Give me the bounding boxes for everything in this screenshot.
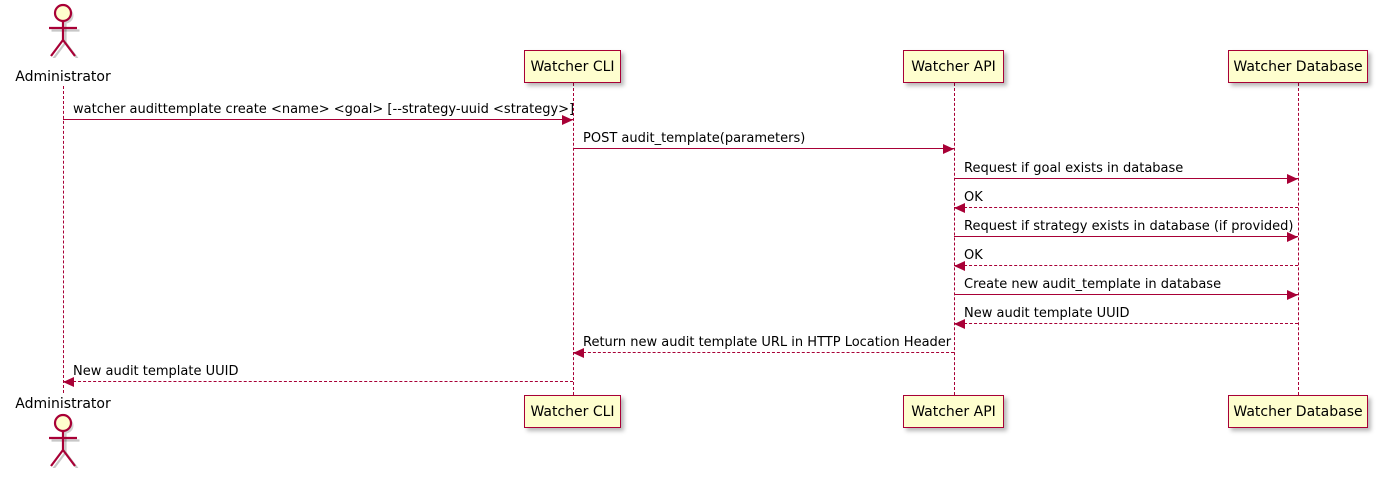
lifeline-watcher-database	[1298, 83, 1299, 395]
message-line-7	[954, 294, 1298, 295]
message-label-8: New audit template UUID	[964, 306, 1130, 321]
message-line-3	[954, 178, 1298, 179]
lifeline-watcher-api	[954, 83, 955, 395]
message-line-4	[954, 207, 1298, 208]
message-arrowhead-9	[573, 347, 584, 358]
participant-watcher-cli-top[interactable]: Watcher CLI	[524, 50, 621, 83]
message-label-7: Create new audit_template in database	[964, 277, 1222, 292]
message-line-9	[573, 352, 954, 353]
message-line-10	[63, 381, 573, 382]
message-label-2: POST audit_template(parameters)	[583, 131, 806, 146]
actor-figure-administrator-bottom	[37, 412, 89, 472]
message-label-4: OK	[964, 190, 983, 205]
participant-watcher-database-bottom[interactable]: Watcher Database	[1228, 395, 1368, 428]
message-line-1	[63, 119, 573, 120]
message-arrowhead-4	[954, 202, 965, 213]
message-label-1: watcher audittemplate create <name> <goa…	[73, 102, 575, 117]
message-arrowhead-10	[63, 376, 74, 387]
message-arrowhead-5	[1287, 231, 1298, 242]
message-label-6: OK	[964, 248, 983, 263]
participant-watcher-api-bottom[interactable]: Watcher API	[903, 395, 1004, 428]
participant-watcher-database-top[interactable]: Watcher Database	[1228, 50, 1368, 83]
message-line-8	[954, 323, 1298, 324]
message-line-2	[573, 148, 954, 149]
participant-watcher-api-top[interactable]: Watcher API	[903, 50, 1004, 83]
participant-label-administrator-top: Administrator	[15, 69, 111, 85]
participant-label-administrator-bottom: Administrator	[15, 396, 111, 412]
message-label-9: Return new audit template URL in HTTP Lo…	[583, 335, 952, 350]
message-arrowhead-1	[562, 114, 573, 125]
message-arrowhead-6	[954, 260, 965, 271]
message-label-3: Request if goal exists in database	[964, 161, 1184, 176]
message-arrowhead-2	[943, 143, 954, 154]
lifeline-watcher-cli	[573, 83, 574, 395]
message-line-5	[954, 236, 1298, 237]
message-line-6	[954, 265, 1298, 266]
message-label-10: New audit template UUID	[73, 364, 239, 379]
actor-figure-administrator-top	[37, 2, 89, 62]
message-label-5: Request if strategy exists in database (…	[964, 219, 1294, 234]
message-arrowhead-3	[1287, 173, 1298, 184]
message-arrowhead-8	[954, 318, 965, 329]
message-arrowhead-7	[1287, 289, 1298, 300]
participant-watcher-cli-bottom[interactable]: Watcher CLI	[524, 395, 621, 428]
lifeline-administrator	[63, 86, 64, 393]
